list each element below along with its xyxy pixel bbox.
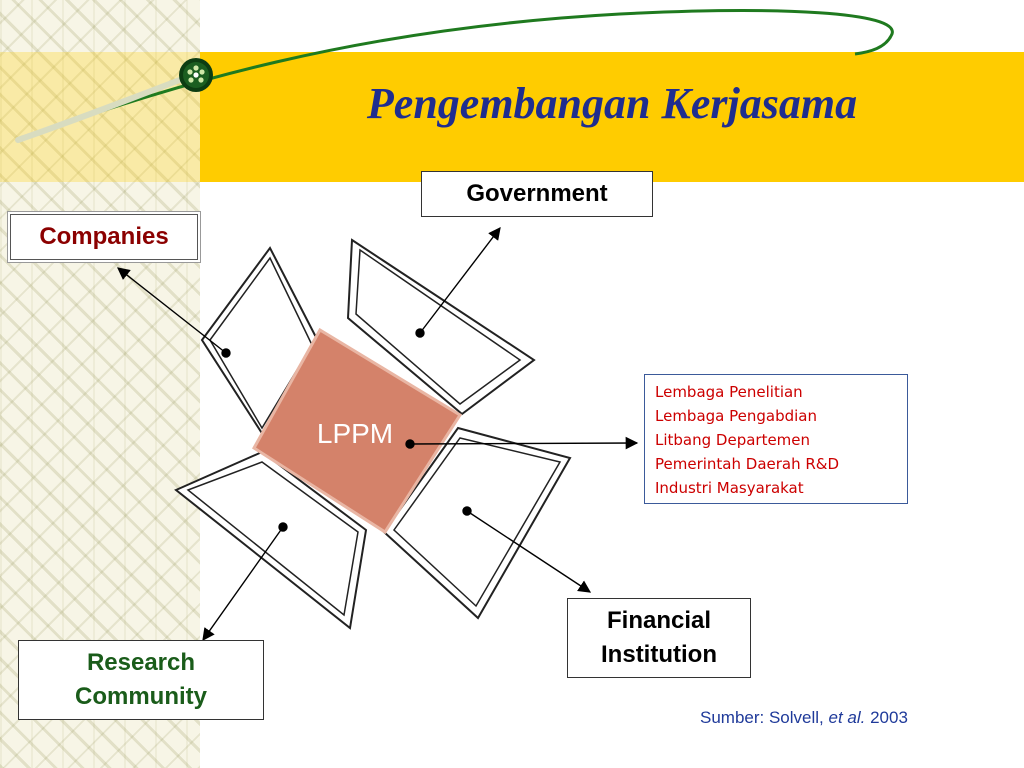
lppm-square — [252, 327, 463, 535]
list-item: Industri Masyarakat — [655, 479, 804, 497]
financial-institution-label: Financial Institution — [601, 607, 717, 668]
wing-bottom-left — [174, 450, 368, 630]
arrow-to-financial — [466, 510, 592, 593]
companies-box: Companies — [10, 214, 198, 260]
government-box: Government — [421, 171, 653, 217]
government-label: Government — [466, 180, 608, 207]
research-community-label: Research Community — [75, 649, 207, 710]
source-year: 2003 — [865, 708, 908, 727]
slide-title: Pengembangan Kerjasama — [366, 79, 858, 128]
list-item: Litbang Departemen — [655, 431, 811, 449]
title-band — [200, 52, 1024, 182]
swoosh-line — [19, 9, 894, 140]
source-citation: Sumber: Solvell, et al. 2003 — [700, 708, 908, 728]
list-item: Pemerintah Daerah R&D — [655, 455, 840, 473]
wing-top-right — [346, 238, 536, 416]
institutions-list: Lembaga Penelitian Lembaga Pengabdian Li… — [644, 374, 908, 504]
lppm-label: LPPM — [316, 418, 394, 449]
swoosh-highlight — [15, 75, 188, 143]
list-item: Lembaga Penelitian — [655, 383, 803, 401]
list-item: Lembaga Pengabdian — [655, 407, 817, 425]
arrow-to-government — [419, 226, 501, 334]
research-community-box: Research Community — [18, 640, 264, 720]
arrow-to-research — [202, 526, 284, 642]
companies-label: Companies — [39, 223, 169, 250]
bead-icon — [179, 58, 213, 92]
arrow-to-companies — [117, 267, 227, 354]
arrow-to-institutions — [409, 436, 639, 450]
source-italic: et al. — [828, 708, 866, 727]
financial-institution-box: Financial Institution — [567, 598, 751, 678]
title-band-fade — [0, 52, 200, 182]
source-prefix: Sumber: Solvell, — [700, 708, 829, 727]
